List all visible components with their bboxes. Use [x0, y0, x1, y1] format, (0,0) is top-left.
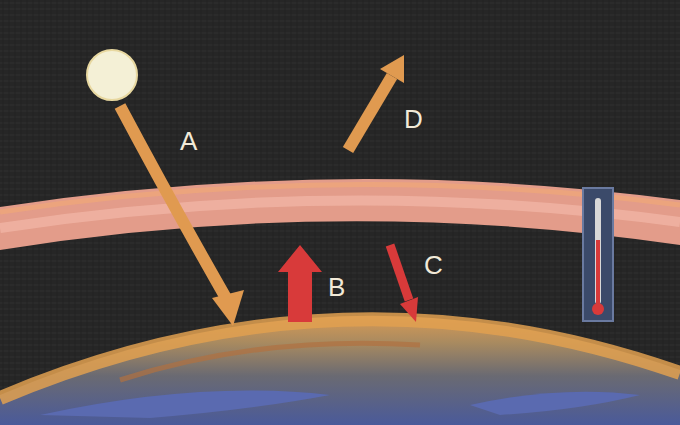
arrow-b-infrared-up	[278, 245, 322, 322]
arrow-d-head	[380, 55, 404, 83]
arrow-d-escaping	[348, 76, 392, 150]
atmosphere-highlight	[0, 200, 680, 228]
ocean-patch	[470, 392, 640, 415]
sun	[87, 50, 137, 100]
thermometer-case	[583, 188, 613, 321]
arrow-c-infrared-down	[390, 245, 409, 300]
arrow-letter: C	[424, 252, 443, 278]
thermometer-mercury	[596, 240, 600, 306]
arrow-letter: A	[180, 128, 197, 154]
arrow-letter: B	[328, 274, 345, 300]
arrow-letter: D	[404, 106, 423, 132]
arrow-c-head	[400, 297, 418, 322]
land-patch	[120, 343, 420, 380]
earth-surface	[0, 316, 680, 425]
atmosphere-band	[0, 179, 680, 250]
earth-glow	[0, 319, 680, 398]
atmosphere-highlight	[0, 185, 680, 212]
ocean-patch	[40, 391, 330, 419]
arrow-a-head	[212, 290, 244, 326]
thermometer-bulb	[592, 303, 604, 315]
arrow-a-sunlight	[120, 106, 226, 298]
